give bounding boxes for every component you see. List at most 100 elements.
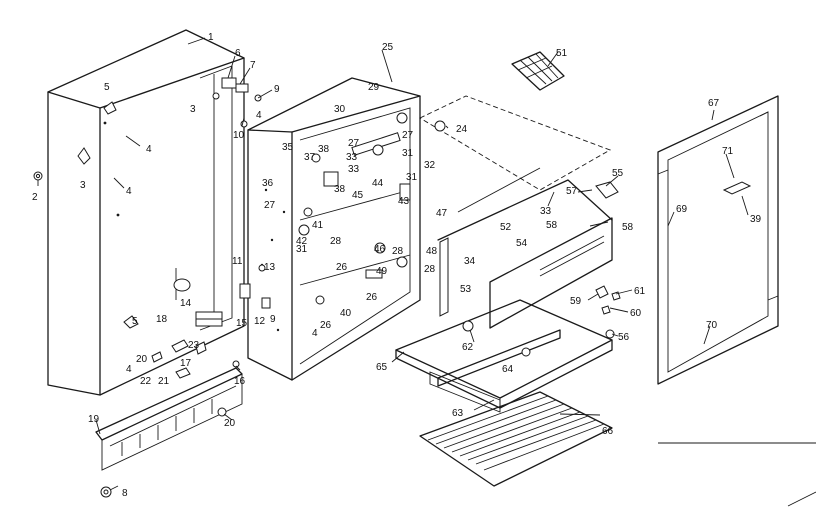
callout-label: 21	[158, 376, 170, 387]
callout-label: 54	[516, 238, 528, 249]
callout-label: 58	[622, 222, 634, 233]
callout-label: 17	[180, 358, 192, 369]
callout-label: 28	[392, 246, 404, 257]
callout-label: 56	[618, 332, 630, 343]
callout-label: 2	[32, 192, 38, 203]
callout-label: 53	[460, 284, 472, 295]
callout-label: 4	[126, 364, 132, 375]
callout-label: 49	[376, 266, 388, 277]
callout-label: 40	[340, 308, 352, 319]
callout-label: 71	[722, 146, 734, 157]
callout-label: 1	[208, 32, 214, 43]
outer-cabinet-shell	[47, 29, 245, 396]
callout-label: 36	[262, 178, 274, 189]
callout-label: 65	[376, 362, 388, 373]
callout-label: 62	[462, 342, 474, 353]
callout-label: 26	[320, 320, 332, 331]
callout-label: 14	[180, 298, 192, 309]
callout-label: 31	[296, 244, 308, 255]
callout-label: 9	[274, 84, 280, 95]
ice-tray	[511, 51, 565, 91]
hinge-pivot	[173, 278, 191, 292]
callout-label: 32	[424, 160, 436, 171]
callout-label: 45	[352, 190, 364, 201]
callout-label: 7	[250, 60, 256, 71]
door-handle	[722, 181, 752, 195]
callout-label: 59	[570, 296, 582, 307]
callout-label: 24	[456, 124, 468, 135]
inner-liner	[247, 77, 421, 381]
callout-label: 30	[334, 104, 346, 115]
callout-label: 8	[122, 488, 128, 499]
callout-label: 66	[602, 426, 614, 437]
callout-label: 44	[372, 178, 384, 189]
callout-label: 22	[140, 376, 152, 387]
wire-shelf	[419, 391, 613, 487]
callout-label: 4	[312, 328, 318, 339]
callout-label: 4	[126, 186, 132, 197]
callout-label: 25	[382, 42, 394, 53]
callout-label: 33	[348, 164, 360, 175]
callout-labels: 1 2 3 3 4 4 4 4 4 5 5 6 7 8 9 9 10 11 12…	[32, 32, 762, 499]
callout-label: 38	[318, 144, 330, 155]
callout-label: 61	[634, 286, 646, 297]
callout-label: 19	[88, 414, 100, 425]
callout-label: 28	[424, 264, 436, 275]
callout-label: 13	[264, 262, 276, 273]
kick-plate	[95, 367, 243, 471]
callout-label: 51	[556, 48, 568, 59]
hardware-parts	[33, 77, 621, 498]
callout-label: 67	[708, 98, 720, 109]
callout-label: 3	[80, 180, 86, 191]
callout-label: 39	[750, 214, 762, 225]
callout-label: 20	[224, 418, 236, 429]
callout-label: 47	[436, 208, 448, 219]
callout-label: 27	[348, 138, 360, 149]
callout-label: 29	[368, 82, 380, 93]
callout-label: 26	[366, 292, 378, 303]
callout-label: 15	[236, 318, 248, 329]
callout-label: 31	[402, 148, 414, 159]
callout-label: 37	[304, 152, 316, 163]
door-gasket	[657, 95, 779, 385]
callout-label: 11	[232, 256, 243, 267]
crisper-cover-shelf	[419, 95, 613, 329]
callout-label: 27	[402, 130, 414, 141]
callout-label: 48	[426, 246, 438, 257]
callout-label: 60	[630, 308, 642, 319]
callout-label: 58	[546, 220, 558, 231]
callout-label: 28	[330, 236, 342, 247]
callout-label: 27	[264, 200, 276, 211]
callout-label: 41	[312, 220, 324, 231]
callout-label: 26	[336, 262, 348, 273]
leader-lines	[37, 37, 749, 491]
callout-label: 33	[540, 206, 552, 217]
callout-label: 69	[676, 204, 688, 215]
callout-label: 55	[612, 168, 624, 179]
callout-label: 57	[566, 186, 578, 197]
side-rail	[439, 237, 449, 317]
crisper-pan	[395, 299, 613, 413]
callout-label: 46	[374, 244, 386, 255]
callout-label: 6	[235, 48, 241, 59]
callout-label: 43	[398, 196, 410, 207]
callout-label: 34	[464, 256, 476, 267]
callout-label: 3	[190, 104, 196, 115]
callout-label: 10	[233, 130, 245, 141]
callout-label: 4	[256, 110, 262, 121]
callout-label: 9	[270, 314, 276, 325]
callout-label: 52	[500, 222, 512, 233]
callout-label: 70	[706, 320, 718, 331]
callout-label: 16	[234, 376, 246, 387]
callout-label: 4	[146, 144, 152, 155]
callout-label: 23	[188, 340, 200, 351]
callout-label: 63	[452, 408, 464, 419]
callout-label: 35	[282, 142, 294, 153]
callout-label: 20	[136, 354, 148, 365]
callout-label: 38	[334, 184, 346, 195]
callout-label: 33	[346, 152, 358, 163]
callout-label: 5	[132, 316, 138, 327]
callout-label: 42	[296, 236, 308, 247]
callout-label: 18	[156, 314, 168, 325]
